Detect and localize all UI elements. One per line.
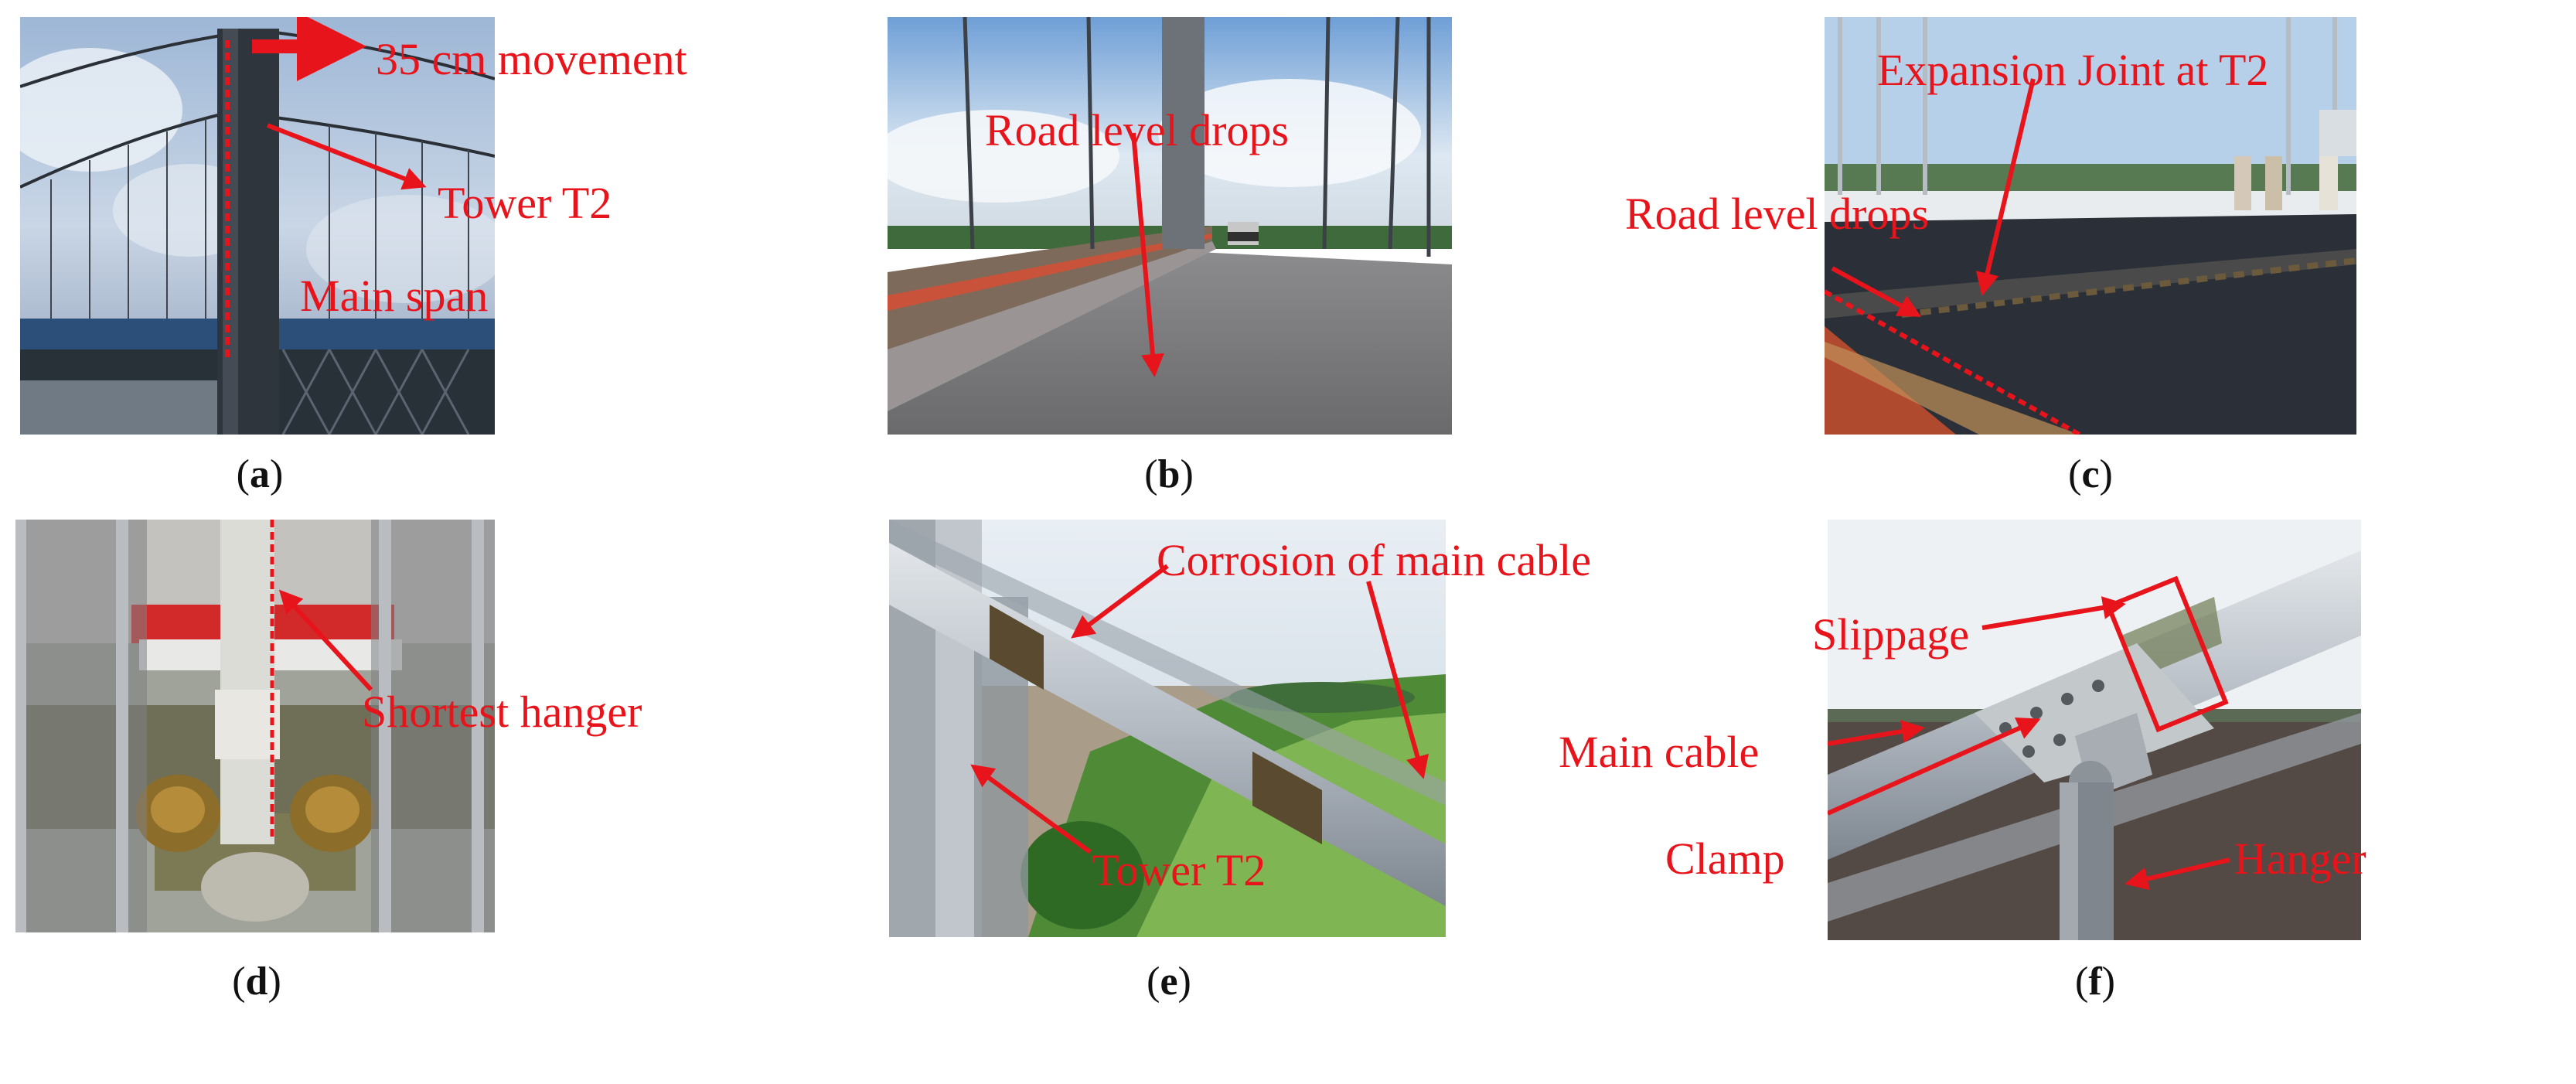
caption-letter: d	[245, 960, 268, 1004]
hanger-photo	[15, 520, 495, 932]
corrosion-label: Corrosion of main cable	[1157, 535, 1592, 585]
caption-e: (e)	[1147, 960, 1191, 1004]
photo-panel-c: Expansion Joint at T2	[1825, 17, 2356, 435]
expansion-joint-label: Expansion Joint at T2	[1877, 45, 2269, 95]
main-cable-label: Main cable	[1559, 727, 1760, 777]
caption-letter: f	[2088, 960, 2102, 1004]
caption-letter: a	[250, 452, 270, 496]
photo-panel-f: Hanger	[1828, 520, 2366, 940]
cable-corrosion-photo	[889, 520, 1446, 937]
caption-c: (c)	[2068, 452, 2113, 496]
slippage-label: Slippage	[1812, 609, 1969, 660]
main-span-label: Main span	[300, 271, 489, 321]
photo-panel-b: Road level drops	[888, 17, 1452, 435]
photo-panel-e: Corrosion of main cable Tower T2	[889, 520, 1591, 937]
hanger-label: Shortest hanger	[362, 687, 642, 737]
photo-panel-d: Shortest hanger	[15, 520, 642, 932]
tower-label: Tower T2	[1092, 845, 1266, 895]
road-level-label: Road level drops	[1625, 189, 1930, 239]
caption-a: (a)	[236, 452, 284, 496]
caption-b: (b)	[1144, 452, 1194, 496]
movement-label: 35 cm movement	[376, 34, 687, 84]
caption-letter: e	[1160, 960, 1178, 1004]
tower-label: Tower T2	[438, 178, 612, 228]
hanger-label: Hanger	[2234, 833, 2366, 884]
caption-d: (d)	[232, 960, 281, 1004]
photo-panel-a: 35 cm movement Tower T2 Main span	[20, 17, 687, 435]
tower-photo	[20, 17, 495, 435]
road-level-label: Road level drops	[985, 105, 1290, 155]
caption-letter: c	[2081, 452, 2100, 496]
clamp-label: Clamp	[1665, 833, 1785, 884]
caption-f: (f)	[2075, 960, 2115, 1004]
caption-letter: b	[1157, 452, 1181, 496]
road-photo	[888, 17, 1452, 435]
